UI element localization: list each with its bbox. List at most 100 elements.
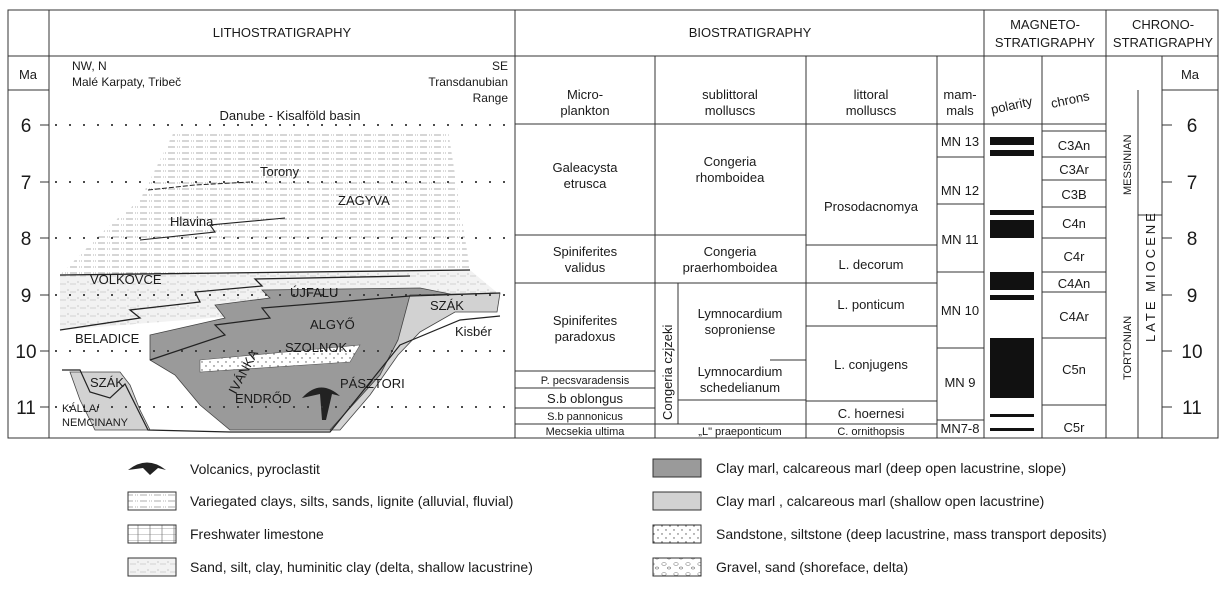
bio-header: Micro- plankton sublittoral molluscs lit…	[560, 87, 976, 118]
chrono-tortonian: TORTONIAN	[1122, 316, 1134, 380]
chron-c5r: C5r	[1064, 420, 1086, 435]
polarity-normal-3	[990, 210, 1034, 215]
col-littoral-line2: molluscs	[846, 103, 897, 118]
chronostratigraphy-header-line2: STRATIGRAPHY	[1113, 35, 1213, 50]
col-littoral-line1: littoral	[854, 87, 889, 102]
zagyva-unit-area	[60, 130, 470, 275]
polarity-normal-9	[990, 428, 1034, 431]
magneto-column: polarity chrons C3An C3Ar C3B C4n C4r C4…	[990, 88, 1106, 435]
polarity-normal-7	[990, 338, 1034, 398]
micro-pecsvaradensis: P. pecsvaradensis	[541, 375, 630, 387]
unit-volkovce: VOLKOVCE	[90, 272, 162, 287]
unit-szak-right: SZÁK	[430, 298, 464, 313]
col-mammals-line2: mals	[946, 103, 974, 118]
age-tick-8: 8	[21, 229, 32, 250]
legend-limestone-swatch	[128, 525, 176, 543]
mammals-mn13: MN 13	[941, 134, 979, 149]
polarity-normal-1	[990, 137, 1034, 145]
legend-variegated-label: Variegated clays, silts, sands, lignite …	[190, 493, 513, 509]
age-axis-right: 6 7 8 9 10 11	[1162, 116, 1203, 419]
age-tick-right-8: 8	[1187, 229, 1198, 250]
sub-rhomboidea-line2: rhomboidea	[696, 170, 765, 185]
micro-paradoxus-line1: Spiniferites	[553, 313, 618, 328]
unit-torony: Torony	[260, 164, 300, 179]
legend-sandstone-swatch	[653, 525, 701, 543]
mammals-mn7-8: MN7-8	[940, 421, 979, 436]
lit-ornithopsis: C. ornithopsis	[837, 426, 905, 438]
chrono-messinian: MESSINIAN	[1122, 134, 1134, 195]
col-sublittoral-line1: sublittoral	[702, 87, 758, 102]
lit-conjugens: L. conjugens	[834, 357, 908, 372]
mammals-mn11: MN 11	[941, 232, 978, 247]
header-row: LITHOSTRATIGRAPHY BIOSTRATIGRAPHY MAGNET…	[8, 10, 1218, 56]
unit-algyo: ALGYŐ	[310, 317, 355, 332]
se-label-line2: Transdanubian	[428, 75, 508, 89]
age-tick-right-11: 11	[1182, 398, 1202, 419]
unit-zagyva: ZAGYVA	[338, 193, 390, 208]
biostratigraphy-header: BIOSTRATIGRAPHY	[689, 25, 812, 40]
littoral-column: Prosodacnomya L. decorum L. ponticum L. …	[806, 199, 937, 438]
legend-shallow-marl-swatch	[653, 492, 701, 510]
legend-deep-marl-swatch	[653, 459, 701, 477]
unit-szolnok: SZOLNOK	[285, 340, 347, 355]
age-tick-right-9: 9	[1187, 286, 1198, 307]
micro-pannonicus: S.b pannonicus	[547, 411, 623, 423]
age-tick-9: 9	[21, 286, 32, 307]
polarity-normal-5	[990, 272, 1034, 290]
legend-sandstone-label: Sandstone, siltstone (deep lacustrine, m…	[716, 526, 1107, 542]
legend-volcanics-swatch	[128, 463, 166, 476]
legend: Volcanics, pyroclastit Variegated clays,…	[128, 459, 1107, 576]
micro-galeacysta-line1: Galeacysta	[552, 160, 618, 175]
legend-limestone-label: Freshwater limestone	[190, 526, 324, 542]
micro-galeacysta-line2: etrusca	[564, 176, 607, 191]
unit-kalla-line1: KÁLLA/	[62, 402, 100, 415]
mammals-column: MN 13 MN 12 MN 11 MN 10 MN 9 MN7-8	[937, 134, 984, 436]
nw-label-line2: Malé Karpaty, Tribeč	[72, 75, 181, 89]
micro-mecsekia: Mecsekia ultima	[546, 426, 626, 438]
microplankton-column: Galeacysta etrusca Spiniferites validus …	[515, 160, 655, 438]
sub-soproniense-line1: Lymnocardium	[698, 306, 783, 321]
sub-schedelianum-line1: Lymnocardium	[698, 364, 783, 379]
col-microplankton-line1: Micro-	[567, 87, 603, 102]
lit-ponticum: L. ponticum	[837, 297, 904, 312]
chron-c5n: C5n	[1062, 362, 1086, 377]
legend-gravel-swatch	[653, 558, 701, 576]
age-tick-6: 6	[21, 116, 32, 137]
sub-schedelianum-line2: schedelianum	[700, 380, 780, 395]
unit-szak-left: SZÁK	[90, 375, 124, 390]
unit-pasztori: PÁSZTORI	[340, 376, 405, 391]
polarity-label: polarity	[990, 93, 1035, 116]
micro-validus-line2: validus	[565, 260, 606, 275]
sub-praerhomboidea-line1: Congeria	[704, 244, 758, 259]
legend-variegated-swatch	[128, 492, 176, 510]
mammals-mn9: MN 9	[944, 375, 975, 390]
age-tick-7: 7	[21, 173, 32, 194]
col-mammals-line1: mam-	[943, 87, 976, 102]
sublittoral-column: Congeria rhomboidea Congeria praerhomboi…	[655, 154, 806, 438]
mammals-mn10: MN 10	[941, 303, 979, 318]
ma-label-left: Ma	[19, 67, 38, 82]
sub-soproniense-line2: soproniense	[705, 322, 776, 337]
age-tick-right-7: 7	[1187, 173, 1198, 194]
col-sublittoral-line2: molluscs	[705, 103, 756, 118]
sub-praeponticum: „L" praeponticum	[698, 426, 781, 438]
chron-c4ar: C4Ar	[1059, 309, 1089, 324]
chrono-column: LATE MIOCENE MESSINIAN TORTONIAN	[1122, 90, 1162, 438]
age-tick-11: 11	[16, 398, 36, 419]
chron-c3an: C3An	[1058, 138, 1091, 153]
unit-kisber: Kisbér	[455, 324, 493, 339]
age-tick-right-6: 6	[1187, 116, 1198, 137]
sub-rhomboidea-line1: Congeria	[704, 154, 758, 169]
lit-hoernesi: C. hoernesi	[838, 406, 905, 421]
mammals-mn12: MN 12	[941, 183, 979, 198]
se-label-line3: Range	[473, 91, 509, 105]
chron-c4r: C4r	[1064, 249, 1086, 264]
col-microplankton-line2: plankton	[560, 103, 609, 118]
se-label-line1: SE	[492, 59, 508, 73]
legend-sand-swatch	[128, 558, 176, 576]
ma-label-right: Ma	[1181, 67, 1200, 82]
lit-decorum: L. decorum	[838, 257, 903, 272]
chrons-label: chrons	[1050, 88, 1092, 111]
